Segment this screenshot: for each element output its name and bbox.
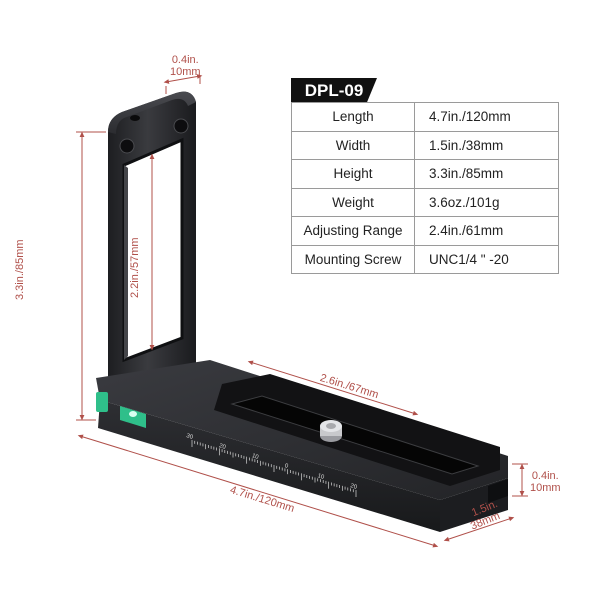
dimension-lines [76,74,528,548]
spec-value: 1.5in./38mm [414,130,559,160]
inner-height-label: 2.2in./57mm [129,237,141,298]
spec-label: Width [291,130,415,160]
bubble-level [96,392,146,428]
base-thickness-mm: 10mm [530,482,561,494]
base-thickness-label: 0.4in. 10mm [530,470,561,494]
top-thickness-mm: 10mm [170,66,201,78]
spec-label: Adjusting Range [291,216,415,246]
spec-label: Weight [291,187,415,217]
top-thickness-in: 0.4in. [171,54,199,66]
height-label: 3.3in./85mm [14,239,26,300]
top-thickness-label: 0.4in. 10mm [170,54,201,78]
mounting-holes [119,115,189,154]
spec-label: Length [291,102,415,132]
spec-value: 3.3in./85mm [414,159,559,189]
mounting-screw [320,420,342,442]
spec-label: Height [291,159,415,189]
base-plate [96,360,508,532]
model-badge: DPL-09 [291,78,377,103]
spec-value: 2.4in./61mm [414,216,559,246]
spec-value: 4.7in./120mm [414,102,559,132]
spec-label: Mounting Screw [291,244,415,274]
base-thickness-in: 0.4in. [531,470,559,482]
spec-value: UNC1/4 " -20 [414,244,559,274]
spec-value: 3.6oz./101g [414,187,559,217]
